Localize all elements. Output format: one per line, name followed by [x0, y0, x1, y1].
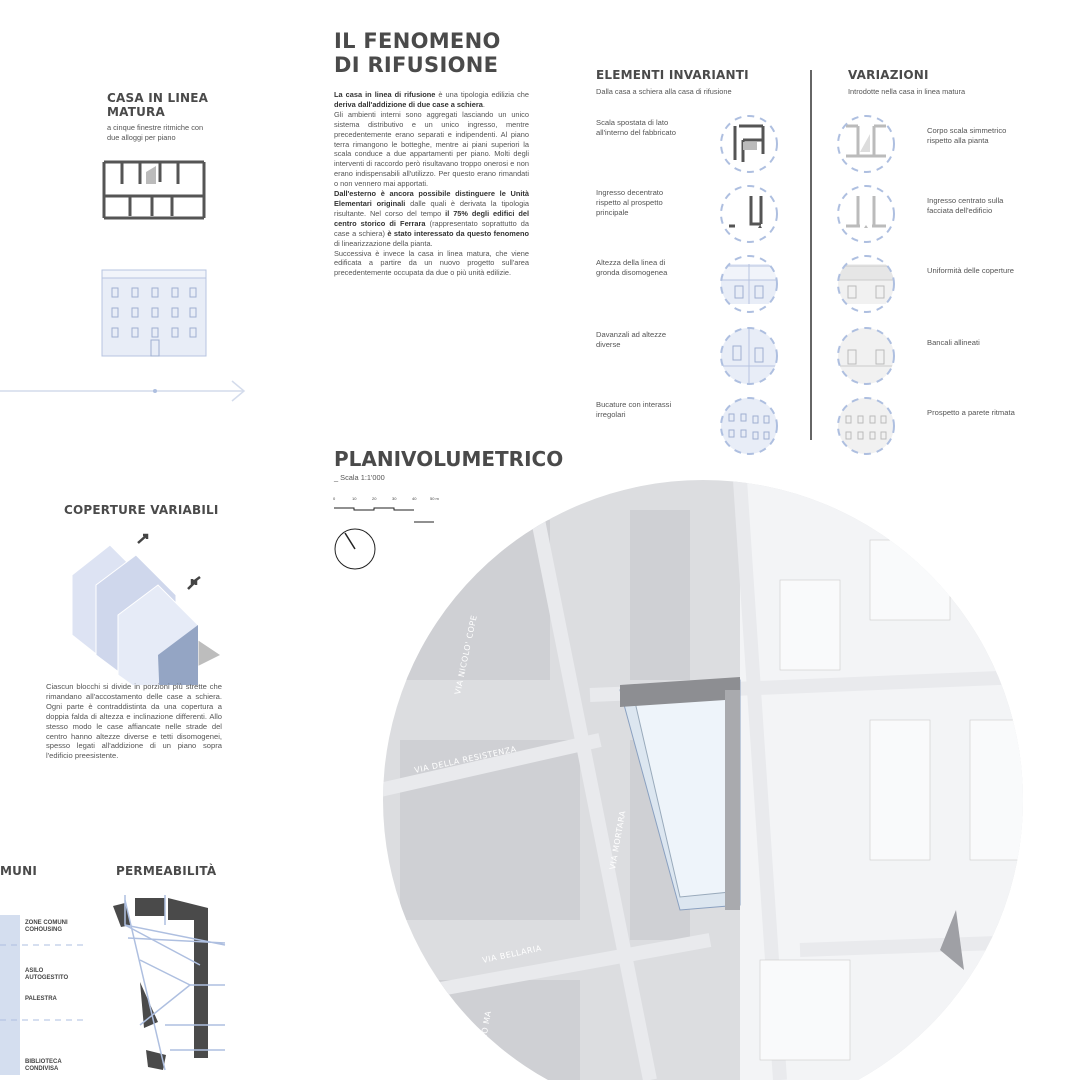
permeability-diagram [113, 895, 226, 1071]
scale-tick: 20 [372, 496, 377, 501]
casa-matura-plan-drawing [102, 160, 206, 220]
text-bold: Dall'esterno è ancora possibile distingu… [334, 189, 529, 208]
casa-matura-section: CASA IN LINEA MATURA a cinque finestre r… [107, 91, 237, 142]
label-biblioteca: BIBLIOTECA CONDIVISA [25, 1059, 62, 1072]
permeabilita-title: PERMEABILITÀ [116, 864, 217, 878]
invarianti-title: ELEMENTI INVARIANTI [596, 68, 749, 82]
variazioni-title: VARIAZIONI [848, 68, 929, 82]
invarianti-subtitle: Dalla casa a schiera alla casa di rifusi… [596, 87, 732, 96]
invariante-label: Altezza della linea di gronda disomogene… [596, 258, 668, 277]
invariante-diagram [720, 327, 778, 385]
variazione-diagram [837, 255, 895, 313]
timeline-arrow [0, 380, 246, 402]
north-arrow-icon [334, 528, 376, 570]
comuni-diagram [0, 915, 86, 1075]
scale-tick: 30 [392, 496, 397, 501]
text: (rappresentato soprattutto da case a sch… [334, 218, 529, 238]
text-bold: è stato interessato da questo fenomeno [387, 228, 529, 238]
invariante-label: Bucature con interassi irregolari [596, 400, 672, 419]
variazioni-subtitle: Introdotte nella casa in linea matura [848, 87, 966, 96]
variazione-diagram [837, 397, 895, 455]
facade-drawing [101, 269, 207, 357]
text: di linearizzazione della pianta. [334, 238, 433, 248]
coperture-title: COPERTURE VARIABILI [64, 503, 219, 517]
text-bold: il 75% degli edifici del centro storico … [334, 208, 529, 228]
variazione-diagram [837, 327, 895, 385]
invariante-diagram [720, 397, 778, 455]
comuni-title: MUNI [0, 864, 37, 878]
scale-label: _ Scala 1:1'000 [334, 473, 385, 482]
scale-tick: 50 m [430, 496, 439, 501]
text-bold: La casa in linea di rifusione [334, 90, 436, 99]
scale-tick: 10 [352, 496, 357, 501]
casa-matura-title: CASA IN LINEA MATURA [107, 91, 209, 119]
variazione-label: Ingresso centrato sulla facciata dell'ed… [927, 196, 1004, 215]
text: dalle quali è derivata la tipologia risu… [334, 198, 529, 218]
label-palestra: PALESTRA [25, 996, 57, 1002]
label-zone-comuni: ZONE COMUNI COHOUSING [25, 920, 68, 933]
divider [810, 70, 812, 440]
paragraph: Gli ambienti interni sono aggregati lasc… [334, 109, 529, 189]
text: . [482, 99, 485, 109]
scale-tick: 40 [412, 496, 417, 501]
variazione-diagram [837, 185, 895, 243]
paragraph: Successiva è invece la casa in linea mat… [334, 248, 529, 278]
invariante-diagram [720, 115, 778, 173]
invariante-label: Davanzali ad altezze diverse [596, 330, 667, 349]
invariante-label: Ingresso decentrato rispetto al prospett… [596, 188, 664, 217]
text-bold: deriva dall'addizione di due case a schi… [334, 99, 483, 109]
variazione-label: Prospetto a parete ritmata [927, 408, 1015, 417]
planivolumetrico-title: PLANIVOLUMETRICO [334, 447, 564, 471]
site-plan-map: VIA NICOLO' COPE VIA DELLA RESISTENZA VI… [383, 480, 1023, 1080]
invariante-diagram [720, 255, 778, 313]
text: è una tipologia edilizia che [435, 90, 529, 99]
roofs-axonometric-drawing [71, 533, 220, 685]
fenomeno-title: IL FENOMENO DI RIFUSIONE [334, 29, 501, 77]
variazione-label: Corpo scala simmetrico rispetto alla pia… [927, 126, 1007, 145]
fenomeno-text: La casa in linea di rifusione è una tipo… [334, 90, 529, 278]
scale-bar: 0 10 20 30 40 50 m [333, 496, 453, 526]
variazione-label: Uniformità delle coperture [927, 266, 1014, 275]
invariante-diagram [720, 185, 778, 243]
casa-matura-subtitle: a cinque finestre ritmiche con due allog… [107, 123, 204, 142]
label-asilo: ASILO AUTOGESTITO [25, 968, 69, 981]
scale-tick: 0 [333, 496, 336, 501]
variazione-diagram [837, 115, 895, 173]
invariante-label: Scala spostata di lato all'interno del f… [596, 118, 676, 137]
coperture-text: Ciascun blocchi si divide in porzioni pi… [46, 682, 222, 761]
variazione-label: Bancali allineati [927, 338, 980, 347]
